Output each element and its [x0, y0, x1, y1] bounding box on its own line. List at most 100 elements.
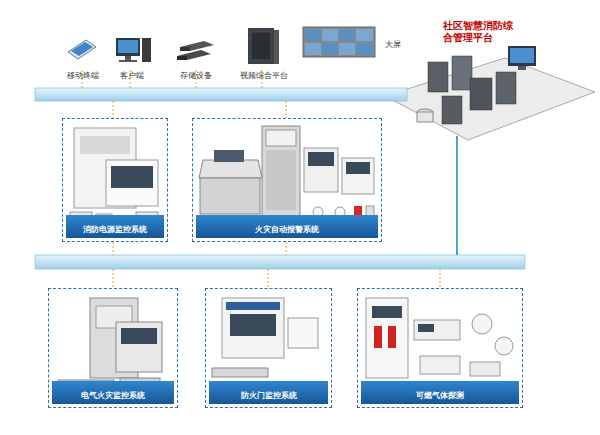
client-icon-part: [119, 60, 137, 62]
video-wall-icon-part: [339, 43, 355, 55]
system-label-bar: 防火门监控系统: [209, 381, 328, 404]
device-label: 移动终端: [67, 71, 99, 81]
system-label-bar: 火灾自动报警系统: [196, 215, 378, 238]
fire-door-device-part: [226, 302, 280, 310]
server-icon-part: [452, 56, 472, 90]
fire-alarm-device-part: [304, 148, 338, 192]
storage-icon-part: [177, 56, 187, 60]
gas-detector-device: [366, 298, 513, 390]
fire-alarm-device-part: [308, 152, 334, 166]
rack-icon: [248, 28, 279, 64]
platform-title: 社区智慧消防综合管理平台: [443, 20, 517, 44]
fire-alarm-device-part: [266, 130, 296, 146]
video-wall-icon-part: [356, 29, 373, 41]
gas-detector-device-part: [414, 320, 460, 340]
video-wall-icon-part: [305, 43, 321, 55]
trunk-line: [457, 136, 458, 255]
server-icon-part: [428, 62, 448, 92]
tap-line-part: [112, 242, 113, 255]
system-box: 火灾自动报警系统: [192, 118, 382, 242]
gas-detector-device-part: [388, 326, 396, 348]
tablet-icon: [68, 40, 96, 59]
electrical-fire-device-part: [121, 328, 157, 344]
system-label: 火灾自动报警系统: [255, 225, 319, 234]
client-icon-part: [142, 38, 151, 62]
video-wall-icon-part: [303, 27, 375, 57]
storage-icon-part: [180, 47, 190, 51]
bus-bar-part: [35, 88, 407, 101]
video-wall-icon: [303, 27, 375, 57]
client-icon-part: [125, 56, 131, 60]
client-icon-part: [116, 38, 140, 56]
system-box: 可燃气体探测: [357, 288, 523, 408]
gas-detector-device-part: [420, 356, 460, 374]
rack-icon-part: [248, 28, 274, 64]
fire-door-device-part: [288, 318, 318, 348]
system-label-bar: 可燃气体探测: [361, 381, 519, 404]
device-label: 大屏: [385, 40, 401, 50]
fire-door-device: [212, 298, 318, 392]
tablet-icon-part: [68, 40, 96, 59]
tablet-icon-part: [71, 42, 93, 56]
device-label: 视频综合平台: [240, 71, 288, 81]
system-box: 消防电源监控系统: [62, 118, 168, 242]
gas-detector-device-part: [472, 314, 492, 334]
client-icon: [116, 38, 151, 62]
rack-icon-part: [251, 32, 271, 60]
platform-node: 社区智慧消防综合管理平台: [385, 12, 597, 142]
tap-line-part: [267, 269, 268, 288]
server-icon-part: [417, 112, 433, 122]
fire-alarm-device-part: [262, 126, 300, 220]
gas-detector-device-part: [374, 326, 382, 348]
server-icon-part: [510, 48, 534, 63]
server-icon: [417, 46, 536, 124]
fire-alarm-device: [199, 126, 374, 220]
fire-alarm-device-part: [266, 150, 296, 210]
video-wall-icon-part: [322, 43, 338, 55]
tap-line-part: [112, 269, 113, 288]
fire-alarm-device-part: [214, 150, 244, 162]
power-monitor-device-part: [111, 166, 153, 188]
storage-icon-part: [180, 41, 214, 51]
fire-alarm-device-part: [199, 160, 262, 178]
tap-line-part: [439, 269, 440, 288]
electrical-fire-device-part: [116, 322, 162, 372]
electrical-fire-device: [58, 298, 162, 390]
power-monitor-device-part: [80, 136, 130, 154]
fire-alarm-device-part: [200, 178, 260, 214]
storage-icon-part: [177, 50, 211, 60]
video-wall-icon-part: [356, 43, 373, 55]
power-monitor-device: [70, 128, 158, 222]
system-label: 防火门监控系统: [241, 391, 297, 400]
power-monitor-device-part: [106, 160, 158, 206]
system-box: 防火门监控系统: [205, 288, 332, 408]
device-label: 客户端: [120, 71, 144, 81]
system-label: 可燃气体探测: [416, 391, 464, 400]
system-box: 电气火灾监控系统: [48, 288, 178, 408]
video-wall-icon-part: [322, 29, 338, 41]
storage-icon: [177, 41, 214, 60]
bus-bar: [35, 88, 525, 269]
tap-line-part: [112, 101, 113, 118]
gas-detector-device-part: [470, 362, 500, 376]
fire-alarm-device-part: [346, 162, 370, 174]
fire-door-device-part: [230, 314, 276, 336]
fire-alarm-device-part: [342, 158, 374, 194]
server-icon-part: [470, 78, 492, 110]
platform-floor-part: [385, 58, 595, 140]
system-label: 消防电源监控系统: [83, 225, 147, 234]
platform-floor: [385, 58, 595, 140]
fire-door-device-part: [222, 298, 284, 358]
system-label-bar: 消防电源监控系统: [66, 215, 164, 238]
server-icon-part: [496, 72, 516, 104]
fire-door-device-part: [212, 368, 268, 377]
server-icon-part: [442, 96, 462, 124]
gas-detector-device-part: [418, 324, 434, 332]
gas-detector-device-part: [372, 306, 402, 318]
gas-detector-device-part: [495, 337, 513, 355]
tap-line: [82, 70, 440, 288]
video-wall-icon-part: [339, 29, 355, 41]
bus-bar-part: [35, 255, 525, 269]
client-icon-part: [118, 40, 138, 53]
